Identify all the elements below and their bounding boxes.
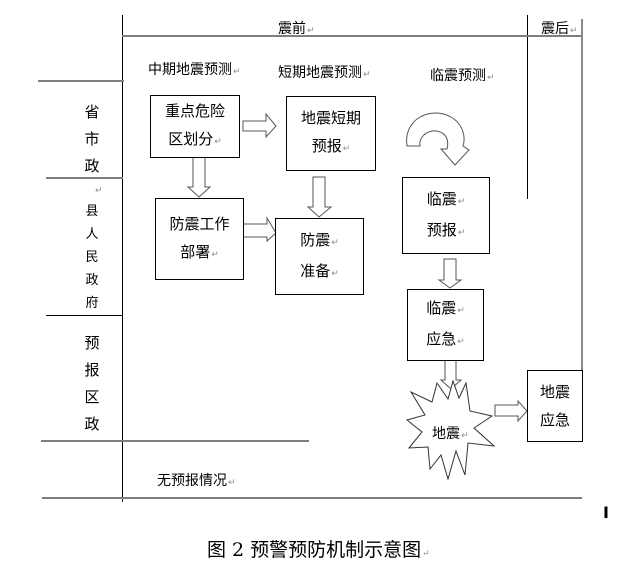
return-mark: ↵ [461,431,469,441]
box-line-text: 临震 [426,189,457,208]
box-line: 地震 [539,383,570,401]
char: 人 [85,227,99,242]
no-forecast-label: 无预报情况↵ [157,474,236,488]
arrow-down-zoning-to-deployment [186,156,212,198]
return-mark: ↵ [457,227,466,238]
grid-row-line-2 [46,177,123,179]
box-line: 预报↵ [427,216,466,247]
box-line-text: 临震 [426,299,457,317]
phase-short-term-label: 短期地震预测 [278,65,362,81]
grid-bottom-line [42,497,582,499]
box-line-text: 防震 [300,230,331,249]
char: 政 [84,157,100,175]
char: 预 [84,334,100,352]
phase-imminent-label: 临震预测 [430,68,486,84]
box-line: 临震↵ [426,294,465,325]
grid-vertical-before-after-divider [527,15,528,199]
grid-vertical-left [122,15,123,502]
box-quake-response: 地震 应急 [527,370,583,442]
box-prevention-deployment: 防震工作 部署↵ [155,198,244,280]
box-line: 准备↵ [300,257,339,288]
box-imminent-forecast: 临震↵ 预报↵ [402,177,490,254]
box-line-text: 部署 [180,242,211,261]
return-mark: ↵ [331,237,339,248]
arrow-right-deployment-to-prep [241,216,277,243]
return-mark: ↵ [487,73,495,83]
after-quake-header: 震后↵ [541,22,578,36]
box-line-text: 区划分 [168,130,214,148]
box-imminent-response: 临震↵ 应急↵ [407,289,484,361]
phase-medium-term: 中期地震预测↵ [148,63,241,77]
grid-row-line-4 [41,440,309,442]
before-quake-header: 震前↵ [278,22,315,36]
box-line-text: 准备 [300,261,331,280]
return-mark: ↵ [457,337,465,347]
char: 报 [84,361,100,379]
arrow-down-response-to-quake [439,359,463,390]
box-line: 地震短期 [300,109,361,127]
box-key-risk-zoning: 重点危险 区划分↵ [150,95,240,158]
figure-caption-text: 图 2 预警预防机制示意图 [207,539,422,561]
grid-row-line-3 [46,315,123,316]
box-line: 防震工作 [169,214,230,233]
return-mark: ↵ [331,268,339,279]
grid-vertical-right [581,19,583,442]
row-label-county-gov: 县 人 民 政 府 [82,200,102,315]
arrow-right-quake-to-response [494,399,528,423]
box-line: 应急↵ [426,325,465,356]
row-label-province-city-gov: 省 市 政 [82,99,102,180]
box-line-text: 应急 [426,330,457,348]
return-mark: ↵ [307,26,315,36]
box-line: 部署↵ [180,238,219,269]
return-mark: ↵ [363,70,371,80]
return-mark: ↵ [457,306,465,316]
phase-short-term: 短期地震预测↵ [278,66,371,80]
box-line: 临震↵ [427,185,466,216]
curved-arrow-icon [406,112,470,166]
return-mark: ↵ [228,478,236,488]
char: 民 [85,250,99,265]
box-line: 重点危险 [164,102,225,120]
return-mark: ↵ [211,249,219,260]
box-line: 应急 [539,411,570,429]
char: 政 [85,273,99,288]
box-line: 预报↵ [312,132,351,163]
before-quake-label: 震前 [278,21,306,37]
char: 府 [85,296,99,311]
box-quake-preparation: 防震↵ 准备↵ [275,218,364,295]
char: 省 [84,103,100,121]
return-mark: ↵ [457,196,466,207]
char: 市 [84,130,100,148]
no-forecast-text: 无预报情况 [157,473,227,489]
return-mark: ↵ [342,144,351,154]
char: 政 [84,415,100,433]
arrow-right-zoning-to-short [242,112,277,139]
box-line-text: 预报 [426,220,457,239]
box-line: 区划分↵ [168,125,222,156]
return-mark: ↵ [95,186,103,196]
return-mark: ↵ [422,549,430,559]
char: 县 [85,204,99,219]
after-quake-label: 震后 [541,21,569,37]
grid-row-line-1 [38,80,124,82]
char: 区 [84,388,100,406]
earthquake-text: 地震 [432,426,460,442]
figure-caption: 图 2 预警预防机制示意图↵ [207,535,430,562]
box-line-text: 预报 [311,137,342,155]
phase-medium-term-label: 中期地震预测 [148,62,232,78]
return-mark: ↵ [570,26,578,36]
earthquake-starburst [405,379,496,481]
box-line: 防震↵ [300,226,339,257]
return-mark: ↵ [214,137,222,147]
arrow-down-forecast-to-response [437,258,463,289]
phase-imminent: 临震预测↵ [430,69,495,83]
row-label-forecast-district-gov: 预 报 区 政 [82,330,102,438]
return-mark: ↵ [233,67,241,77]
earthquake-label: 地震↵ [432,427,469,441]
box-short-term-forecast: 地震短期 预报↵ [286,96,376,171]
text-cursor-mark: I [603,503,609,522]
arrow-down-short-to-prep [306,176,333,218]
grid-header-line [122,35,582,37]
